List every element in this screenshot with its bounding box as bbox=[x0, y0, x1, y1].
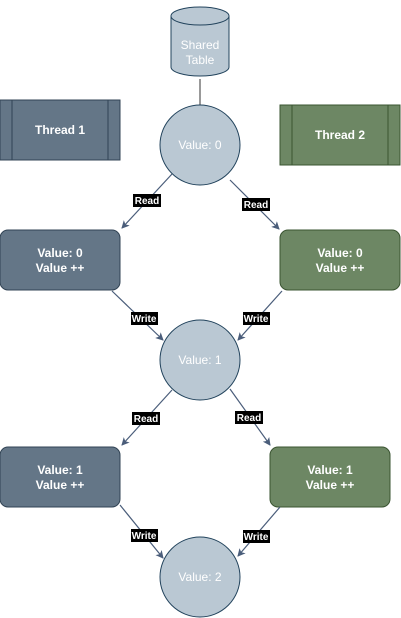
left-box-2-line1: Value: 1 bbox=[37, 463, 83, 477]
right-box-2[interactable]: Value: 1 Value ++ bbox=[269, 446, 391, 508]
database-label-line2: Table bbox=[186, 53, 215, 67]
value-1-node[interactable]: Value: 1 bbox=[159, 319, 241, 401]
left-box-2-line2: Value ++ bbox=[36, 478, 85, 492]
write-label-text: Write bbox=[132, 531, 157, 542]
right-box-2-line1: Value: 1 bbox=[307, 463, 353, 477]
value-2-node[interactable]: Value: 2 bbox=[159, 536, 241, 618]
value-0-node[interactable]: Value: 0 bbox=[159, 104, 241, 186]
value-0-label: Value: 0 bbox=[178, 138, 221, 152]
value-2-label: Value: 2 bbox=[178, 570, 221, 584]
write-label-right-1: Write bbox=[243, 312, 270, 325]
write-label-left-1: Write bbox=[131, 312, 158, 325]
read-label-left-1: Read bbox=[133, 194, 161, 207]
right-box-2-line2: Value ++ bbox=[306, 478, 355, 492]
left-box-1-line1: Value: 0 bbox=[37, 246, 83, 260]
write-label-right-2: Write bbox=[243, 530, 270, 543]
thread-2-box[interactable]: Thread 2 bbox=[279, 104, 401, 166]
value-1-label: Value: 1 bbox=[178, 353, 221, 367]
read-label-text: Read bbox=[244, 200, 268, 211]
right-box-1[interactable]: Value: 0 Value ++ bbox=[279, 229, 401, 291]
database-label-line1: Shared bbox=[181, 38, 220, 52]
right-box-1-line2: Value ++ bbox=[316, 261, 365, 275]
left-box-1-line2: Value ++ bbox=[36, 261, 85, 275]
right-box-1-line1: Value: 0 bbox=[317, 246, 363, 260]
write-label-text: Write bbox=[244, 314, 269, 325]
read-label-text: Read bbox=[237, 413, 261, 424]
read-label-left-2: Read bbox=[132, 412, 160, 425]
thread-2-label: Thread 2 bbox=[315, 128, 365, 142]
thread-1-label: Thread 1 bbox=[35, 123, 85, 137]
write-label-left-2: Write bbox=[131, 529, 158, 542]
read-label-text: Read bbox=[135, 196, 159, 207]
left-box-2[interactable]: Value: 1 Value ++ bbox=[0, 446, 121, 508]
thread-1-box[interactable]: Thread 1 bbox=[0, 99, 121, 161]
read-label-text: Read bbox=[134, 414, 158, 425]
read-label-right-2: Read bbox=[235, 411, 263, 424]
read-label-right-1: Read bbox=[242, 198, 270, 211]
write-label-text: Write bbox=[132, 314, 157, 325]
left-box-1[interactable]: Value: 0 Value ++ bbox=[0, 229, 121, 291]
shared-table-database[interactable]: Shared Table bbox=[170, 6, 230, 77]
write-label-text: Write bbox=[244, 532, 269, 543]
